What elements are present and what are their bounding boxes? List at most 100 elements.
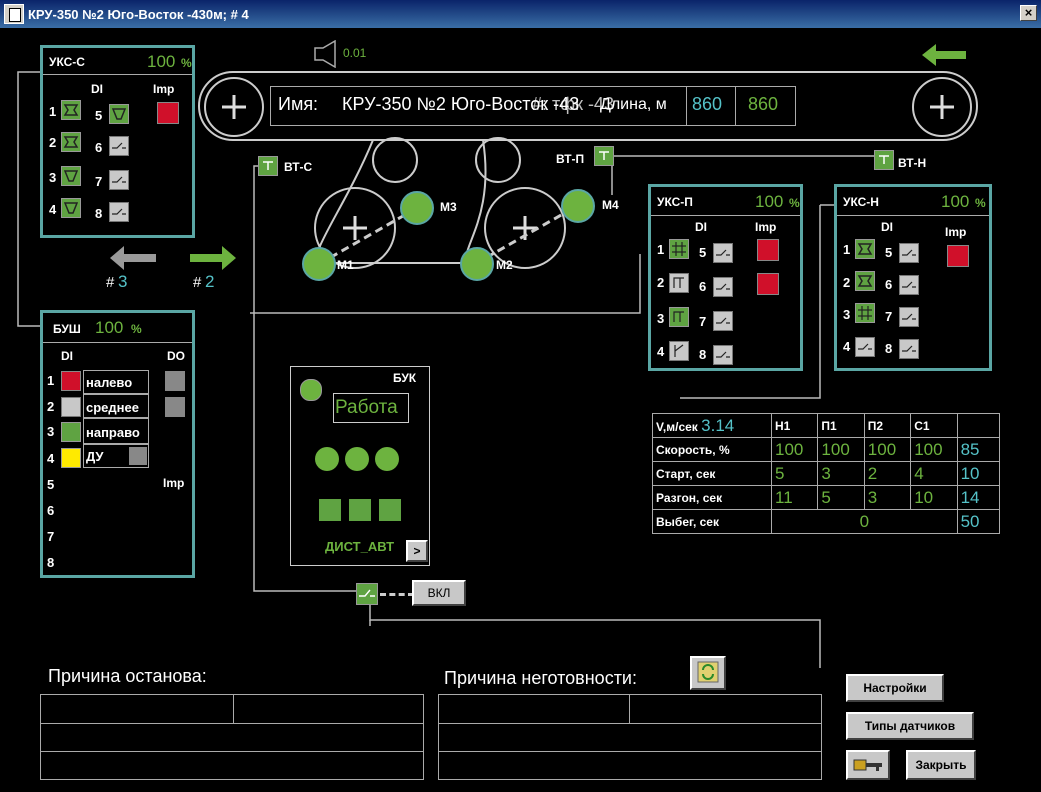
bush-do2-indicator[interactable] xyxy=(165,397,185,417)
bush-di4-indicator[interactable] xyxy=(61,448,81,468)
cell-value-last[interactable]: 10 xyxy=(956,461,1001,486)
bush-du-indicator[interactable] xyxy=(129,447,147,465)
arrow-left-icon xyxy=(922,44,966,66)
belt-slip-sensor-icon[interactable] xyxy=(855,271,875,291)
uks-n-num: 4 xyxy=(843,339,851,354)
motor-m2-label: М2 xyxy=(496,258,513,272)
motor-m3-label: М3 xyxy=(440,200,457,214)
uks-c-imp-indicator[interactable] xyxy=(157,102,179,124)
row-label: Старт, сек xyxy=(651,461,773,486)
bush-num: 4 xyxy=(47,451,55,466)
uks-p-imp-indicator-1[interactable] xyxy=(757,239,779,261)
cell-value[interactable]: 2 xyxy=(863,461,912,486)
switch-off-icon[interactable] xyxy=(109,136,129,156)
speaker-icon[interactable] xyxy=(313,40,339,68)
bush-di3-indicator[interactable] xyxy=(61,422,81,442)
key-button[interactable] xyxy=(846,750,890,780)
cell-value-last[interactable]: 14 xyxy=(956,485,1001,510)
sensor-bt-n-icon[interactable] xyxy=(874,150,894,170)
cell-value[interactable]: 4 xyxy=(910,461,958,486)
tilt-sensor-icon[interactable] xyxy=(669,341,689,361)
switch-off-icon[interactable] xyxy=(713,345,733,365)
cell-value[interactable]: 100 xyxy=(817,437,865,462)
switch-off-icon[interactable] xyxy=(109,202,129,222)
arrow-right-hash: # xyxy=(193,274,202,291)
uks-p-imp-indicator-2[interactable] xyxy=(757,273,779,295)
hopper-sensor-icon[interactable] xyxy=(61,198,81,218)
grid-sensor-icon[interactable] xyxy=(669,239,689,259)
uks-p-num: 8 xyxy=(699,347,707,362)
unready-reason-label: Причина неготовности: xyxy=(444,668,637,688)
buk-lamp-3 xyxy=(375,447,399,471)
switch-off-icon[interactable] xyxy=(855,337,875,357)
uks-n-panel: УКС-Н 100 % DI Imp 1 2 3 4 5 6 7 8 xyxy=(834,184,992,371)
header-cell: П2 xyxy=(863,413,912,438)
buk-status-box xyxy=(333,393,409,423)
uks-p-panel: УКС-П 100 % DI Imp 1 2 3 4 5 6 7 8 xyxy=(648,184,803,371)
cell-value[interactable]: 5 xyxy=(817,485,865,510)
arrow-right-green-icon[interactable] xyxy=(188,244,238,272)
cell-value[interactable]: 11 xyxy=(771,485,819,510)
cell-value-merged[interactable]: 0 xyxy=(771,509,958,534)
cell-value-last[interactable]: 85 xyxy=(956,437,1001,462)
sensor-types-button[interactable]: Типы датчиков xyxy=(846,712,974,740)
sensor-bt-c-icon[interactable] xyxy=(258,156,278,176)
belt-name-value: КРУ-350 №2 Юго-Восток -43 xyxy=(342,94,580,114)
window-close-button[interactable]: × xyxy=(1020,5,1037,21)
uks-n-imp-indicator[interactable] xyxy=(947,245,969,267)
belt-slip-sensor-icon[interactable] xyxy=(855,239,875,259)
power-switch-icon[interactable] xyxy=(356,583,378,605)
speed-value: 3.14 xyxy=(701,415,735,435)
cell-value[interactable]: 10 xyxy=(910,485,958,510)
cell-value[interactable]: 100 xyxy=(910,437,958,462)
header-cell-empty xyxy=(956,413,1001,438)
sensor-bt-n-label: ВТ-Н xyxy=(898,156,927,170)
bush-label-middle: среднее xyxy=(86,400,139,415)
settings-button[interactable]: Настройки xyxy=(846,674,944,702)
switch-off-icon[interactable] xyxy=(713,311,733,331)
arrow-left-grey-icon[interactable] xyxy=(108,244,158,272)
cell-value[interactable]: 3 xyxy=(817,461,865,486)
uks-n-percent: 100 xyxy=(941,192,970,211)
switch-off-icon[interactable] xyxy=(109,170,129,190)
cell-value[interactable]: 5 xyxy=(771,461,819,486)
switch-off-icon[interactable] xyxy=(899,243,919,263)
hopper-sensor-icon[interactable] xyxy=(61,166,81,186)
buk-more-button[interactable]: > xyxy=(406,540,428,562)
bush-do1-indicator[interactable] xyxy=(165,371,185,391)
uks-n-num: 8 xyxy=(885,341,893,356)
buk-square-3 xyxy=(379,499,401,521)
uks-p-num: 3 xyxy=(657,311,665,326)
refresh-button[interactable] xyxy=(690,656,726,690)
belt-slip-sensor-icon[interactable] xyxy=(61,132,81,152)
switch-off-icon[interactable] xyxy=(713,277,733,297)
cell-value[interactable]: 3 xyxy=(863,485,912,510)
switch-off-icon[interactable] xyxy=(899,275,919,295)
cell-value-last[interactable]: 50 xyxy=(956,509,1001,534)
switch-off-icon[interactable] xyxy=(899,307,919,327)
belt-info-box xyxy=(270,86,796,126)
bush-do-label: DO xyxy=(167,349,185,363)
bush-num: 2 xyxy=(47,399,55,414)
cell-value[interactable]: 100 xyxy=(863,437,912,462)
bush-di1-indicator[interactable] xyxy=(61,371,81,391)
vkl-button[interactable]: ВКЛ xyxy=(412,580,466,606)
arrow-left-number: 3 xyxy=(118,272,128,291)
cell-value[interactable]: 100 xyxy=(771,437,819,462)
belt-overlay-text: #: тфк -43 xyxy=(532,94,614,114)
uks-p-imp-label: Imp xyxy=(755,220,777,234)
bush-di2-indicator[interactable] xyxy=(61,397,81,417)
belt-slip-sensor-icon[interactable] xyxy=(61,100,81,120)
switch-off-icon[interactable] xyxy=(713,243,733,263)
sensor-bt-p-icon[interactable] xyxy=(594,146,614,166)
hopper-sensor-icon[interactable] xyxy=(109,104,129,124)
switch-off-icon[interactable] xyxy=(899,339,919,359)
uks-n-num: 7 xyxy=(885,309,893,324)
grid-sensor-icon[interactable] xyxy=(855,303,875,323)
stop-reason-label: Причина останова: xyxy=(48,666,207,686)
conveyor-belt xyxy=(198,71,978,281)
uks-c-imp-label: Imp xyxy=(153,82,175,96)
close-button[interactable]: Закрыть xyxy=(906,750,976,780)
rope-switch-icon[interactable] xyxy=(669,273,689,293)
rope-switch-icon[interactable] xyxy=(669,307,689,327)
